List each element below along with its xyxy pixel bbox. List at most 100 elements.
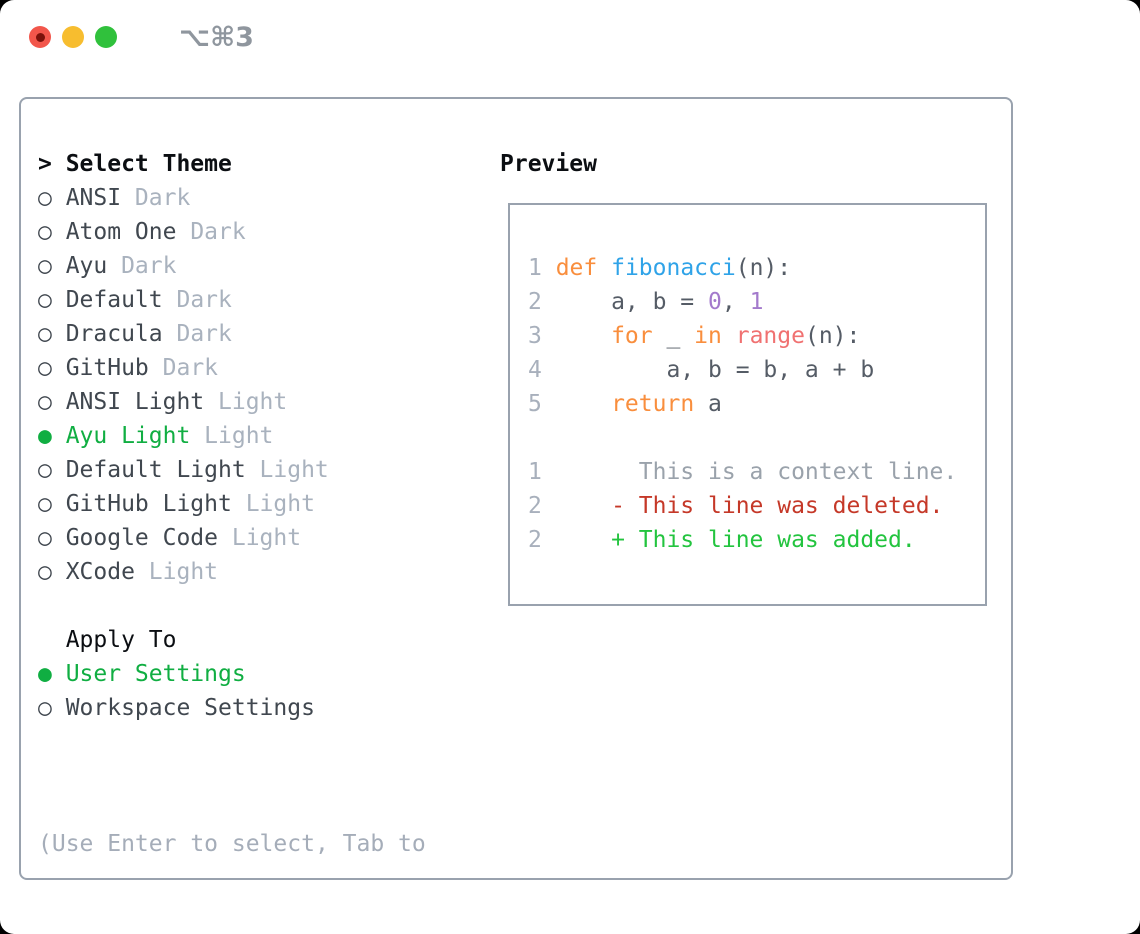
close-dot-icon — [35, 32, 45, 42]
code-token-keyword: def — [555, 255, 598, 281]
apply-to-options-list: ● User Settings ○ Workspace Settings — [38, 657, 500, 725]
theme-variant-tag: Dark — [176, 287, 232, 313]
code-token-code_default — [556, 391, 611, 417]
theme-option-label: Ayu Light — [65, 423, 191, 449]
theme-option-ansi-light[interactable]: ○ ANSI Light Light — [38, 385, 500, 419]
radio-icon: ○ — [38, 355, 52, 381]
line-number: 2 — [528, 527, 542, 553]
theme-option-github[interactable]: ○ GitHub Dark — [38, 351, 500, 385]
theme-option-label: ANSI Light — [65, 389, 205, 415]
focus-caret-icon: > — [38, 151, 52, 177]
radio-selected-icon: ● — [38, 423, 52, 449]
code-token-code_default: (n): — [735, 255, 792, 281]
radio-icon: ○ — [38, 219, 52, 245]
theme-option-label: Dracula — [65, 321, 163, 347]
radio-icon: ○ — [38, 525, 52, 551]
spacer — [38, 589, 500, 623]
diff-context-line: 1 This is a context line. — [528, 455, 985, 489]
select-theme-header: > Select Theme — [38, 147, 500, 181]
apply-option-label: User Settings — [65, 661, 246, 687]
code-token-code_default: , — [721, 289, 750, 315]
theme-option-label: ANSI — [65, 185, 122, 211]
theme-option-label: XCode — [65, 559, 135, 585]
theme-option-dracula[interactable]: ○ Dracula Dark — [38, 317, 500, 351]
theme-option-xcode[interactable]: ○ XCode Light — [38, 555, 500, 589]
select-theme-title: Select Theme — [65, 151, 232, 177]
line-number: 1 — [528, 255, 542, 281]
radio-icon: ○ — [38, 321, 52, 347]
code-line-2: 2 a, b = 0, 1 — [528, 285, 985, 319]
apply-option-workspace-settings[interactable]: ○ Workspace Settings — [38, 691, 500, 725]
diff-added-line: 2 + This line was added. — [528, 523, 985, 557]
theme-variant-tag: Light — [259, 457, 329, 483]
apply-to-header: Apply To — [65, 627, 177, 653]
zoom-button[interactable] — [95, 26, 117, 48]
theme-variant-tag: Light — [218, 389, 288, 415]
apply-option-label: Workspace Settings — [65, 695, 315, 721]
code-token-keyword: return — [611, 391, 695, 417]
code-line-4: 4 a, b = b, a + b — [528, 353, 985, 387]
code-line-3: 3 for _ in range(n): — [528, 319, 985, 353]
code-token-code_default: (n): — [804, 323, 861, 349]
theme-option-label: Google Code — [65, 525, 219, 551]
radio-icon: ○ — [38, 695, 52, 721]
theme-variant-tag: Light — [245, 491, 315, 517]
close-button[interactable] — [29, 26, 51, 48]
radio-icon: ○ — [38, 253, 52, 279]
code-token-deleted: - This line was deleted. — [555, 493, 944, 519]
blank-line — [528, 421, 985, 455]
line-number: 2 — [528, 493, 542, 519]
radio-icon: ○ — [38, 389, 52, 415]
code-token-context: This is a context line. — [555, 459, 958, 485]
code-token-code_default: a — [694, 391, 722, 417]
radio-icon: ○ — [38, 559, 52, 585]
code-token-added: + This line was added. — [555, 527, 916, 553]
code-token-code_default — [556, 323, 611, 349]
theme-option-label: Atom One — [65, 219, 177, 245]
window-shortcut-label: ⌥⌘3 — [179, 21, 254, 53]
theme-variant-tag: Dark — [134, 185, 191, 211]
theme-option-label: Default Light — [65, 457, 246, 483]
hint-line-2: change focus) — [38, 929, 500, 934]
theme-variant-tag: Dark — [176, 321, 232, 347]
code-token-keyword: for — [611, 323, 653, 349]
line-number: 5 — [528, 391, 542, 417]
code-token-function: fibonacci — [611, 255, 736, 281]
titlebar: ⌥⌘3 — [0, 0, 1140, 74]
radio-icon: ○ — [38, 287, 52, 313]
theme-variant-tag: Dark — [162, 355, 219, 381]
line-number: 1 — [528, 459, 542, 485]
diff-deleted-line: 2 - This line was deleted. — [528, 489, 985, 523]
theme-option-label: GitHub Light — [65, 491, 232, 517]
theme-variant-tag: Light — [148, 559, 219, 585]
code-token-code_default: a, b = — [555, 289, 709, 315]
minimize-button[interactable] — [62, 26, 84, 48]
code-token-code_default — [722, 323, 736, 349]
code-token-code_default: _ — [652, 323, 695, 349]
code-token-code_default — [597, 255, 611, 281]
radio-selected-icon: ● — [38, 661, 52, 687]
hint-text: (Use Enter to select, Tab to change focu… — [38, 759, 500, 934]
apply-option-user-settings[interactable]: ● User Settings — [38, 657, 500, 691]
code-token-number: 0 — [708, 289, 722, 315]
theme-option-label: GitHub — [65, 355, 149, 381]
preview-title: Preview — [500, 151, 597, 177]
code-line-5: 5 return a — [528, 387, 985, 421]
line-number: 3 — [528, 323, 542, 349]
line-number: 2 — [528, 289, 542, 315]
code-token-code_default: a, b = b, a + b — [555, 357, 875, 383]
